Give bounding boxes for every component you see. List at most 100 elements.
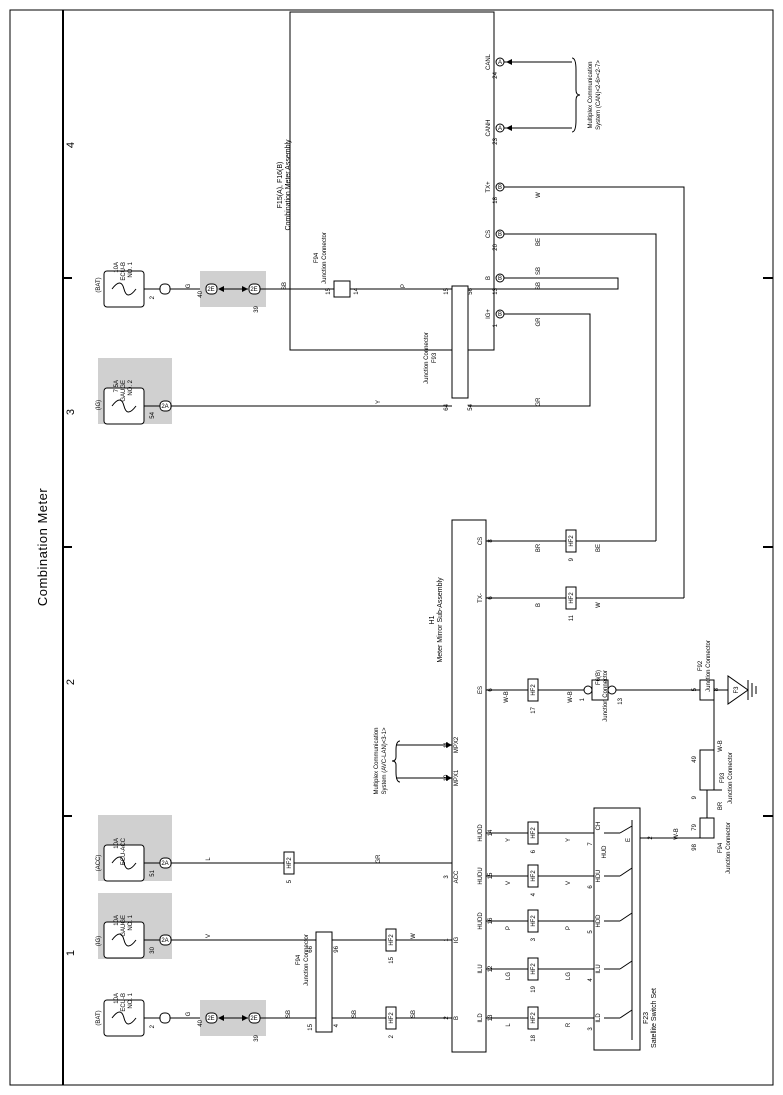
svg-text:F23: F23 [643,1012,650,1024]
switch-contact-hdd: HDD [596,912,633,928]
switch-contact-ild: ILD [596,1009,633,1023]
svg-text:10A: 10A [114,838,120,849]
svg-text:B: B [498,232,502,238]
svg-text:SB: SB [282,282,288,290]
svg-text:64: 64 [444,403,450,410]
zone-label-3: 3 [65,409,77,415]
svg-text:B: B [536,603,542,607]
svg-text:MPX2: MPX2 [454,736,460,753]
svg-text:HF2: HF2 [531,915,537,927]
svg-text:2E: 2E [207,287,214,293]
svg-text:SB: SB [536,282,542,290]
switch-contact-hdu: HDU [596,867,633,883]
svg-text:Junction Connector: Junction Connector [424,332,430,384]
svg-text:F92: F92 [698,660,704,671]
svg-text:HUDU: HUDU [478,867,484,884]
svg-text:System (CAN)<2-6><2-7>: System (CAN)<2-6><2-7> [596,60,602,130]
svg-text:V: V [506,881,512,885]
svg-text:G: G [186,283,192,288]
svg-text:54: 54 [468,403,474,410]
svg-text:F93: F93 [720,772,726,783]
svg-text:HF2: HF2 [531,684,537,696]
svg-text:Multiplex Communication: Multiplex Communication [374,727,380,794]
svg-text:HDD: HDD [596,914,602,928]
svg-text:BR: BR [718,801,724,810]
svg-text:2E: 2E [250,287,257,293]
svg-text:13: 13 [618,697,624,704]
svg-text:F3: F3 [734,686,740,694]
svg-text:A: A [498,126,502,132]
meter-mirror-sub-assembly: H1 Meter Mirror Sub-Assembly CS 8 TX- 6 … [429,519,494,1053]
svg-text:3: 3 [444,875,450,879]
svg-text:ES: ES [478,686,484,694]
svg-text:F94: F94 [296,954,302,965]
upper-bat-run: G 2E 40 2E 39 SB 15 14 F94 Junction Conn… [170,232,452,313]
meter-pin-cs: B 20 CS [486,229,505,251]
meter-pin-tx-plus: B 18 TX+ [486,181,505,204]
svg-text:HF2: HF2 [531,1012,537,1024]
svg-text:13: 13 [493,287,499,294]
svg-text:F6(B): F6(B) [596,670,602,685]
svg-text:(BAT): (BAT) [96,277,102,292]
svg-text:W-B: W-B [674,828,680,840]
svg-text:Multiplex Communication: Multiplex Communication [588,61,594,128]
svg-text:IG+: IG+ [486,309,492,319]
svg-text:54: 54 [150,411,156,418]
svg-text:BE: BE [596,544,602,552]
svg-text:2: 2 [150,1024,156,1028]
svg-text:B: B [498,276,502,282]
svg-text:HF2: HF2 [531,870,537,882]
svg-text:4: 4 [334,1023,340,1027]
svg-text:NO. 2: NO. 2 [128,379,134,395]
zone-label-1: 1 [65,950,77,956]
mpx-avc-lan: Multiplex Communication System (AVC-LAN)… [374,727,452,795]
svg-text:Y: Y [506,838,512,842]
svg-text:SB: SB [352,1010,358,1018]
svg-text:G: G [186,1011,192,1016]
svg-text:(BAT): (BAT) [96,1010,102,1025]
switch-contact-ch: CH [596,822,633,834]
svg-text:V: V [566,881,572,885]
svg-text:CS: CS [478,537,484,545]
svg-text:(IG): (IG) [96,400,102,410]
svg-text:ECU-B: ECU-B [121,262,127,281]
can-bus-wires: Multiplex Communication System (CAN)<2-6… [504,57,602,133]
svg-text:MPX1: MPX1 [454,769,460,786]
svg-text:(ACC): (ACC) [96,855,102,872]
svg-text:40: 40 [198,290,204,297]
svg-text:8: 8 [714,687,720,691]
svg-text:66: 66 [308,945,314,952]
svg-text:5: 5 [287,879,293,883]
svg-text:Satellite Switch Set: Satellite Switch Set [651,988,658,1048]
svg-text:W: W [411,933,417,939]
svg-text:SB: SB [411,1010,417,1018]
svg-text:SB: SB [286,1010,292,1018]
svg-text:39: 39 [254,1034,260,1041]
svg-text:9: 9 [692,795,698,799]
svg-text:11: 11 [569,614,575,621]
svg-text:HF2: HF2 [531,827,537,839]
svg-text:L: L [206,857,212,861]
svg-text:15: 15 [389,956,395,963]
svg-text:HUDD: HUDD [478,824,484,842]
svg-text:2: 2 [150,295,156,299]
svg-text:40: 40 [198,1019,204,1026]
fuse-bat-ecu-b-lower: (BAT) 10A ECU-B NO. 1 2 [96,992,171,1037]
svg-text:17: 17 [531,706,537,713]
svg-text:NO. 1: NO. 1 [128,914,134,930]
svg-text:79: 79 [692,823,698,830]
svg-text:W: W [596,602,602,608]
svg-text:7.5A: 7.5A [114,380,120,392]
svg-text:2E: 2E [207,1016,214,1022]
ground-f3: 5 8 F92 Junction Connector F3 W-B [692,640,757,791]
svg-text:10A: 10A [114,993,120,1004]
svg-text:Junction Connector: Junction Connector [726,822,732,874]
svg-text:5: 5 [692,687,698,691]
svg-text:IG: IG [454,937,460,944]
svg-text:E: E [626,838,632,842]
meter-pin-canl: A 24 CANL [486,53,505,79]
junction-f93-lower: 49 9 F93 Junction Connector BR [692,749,734,818]
svg-text:HF2: HF2 [287,857,293,869]
svg-text:ILD: ILD [478,1013,484,1023]
svg-text:Meter Mirror Sub-Assembly: Meter Mirror Sub-Assembly [437,577,444,663]
